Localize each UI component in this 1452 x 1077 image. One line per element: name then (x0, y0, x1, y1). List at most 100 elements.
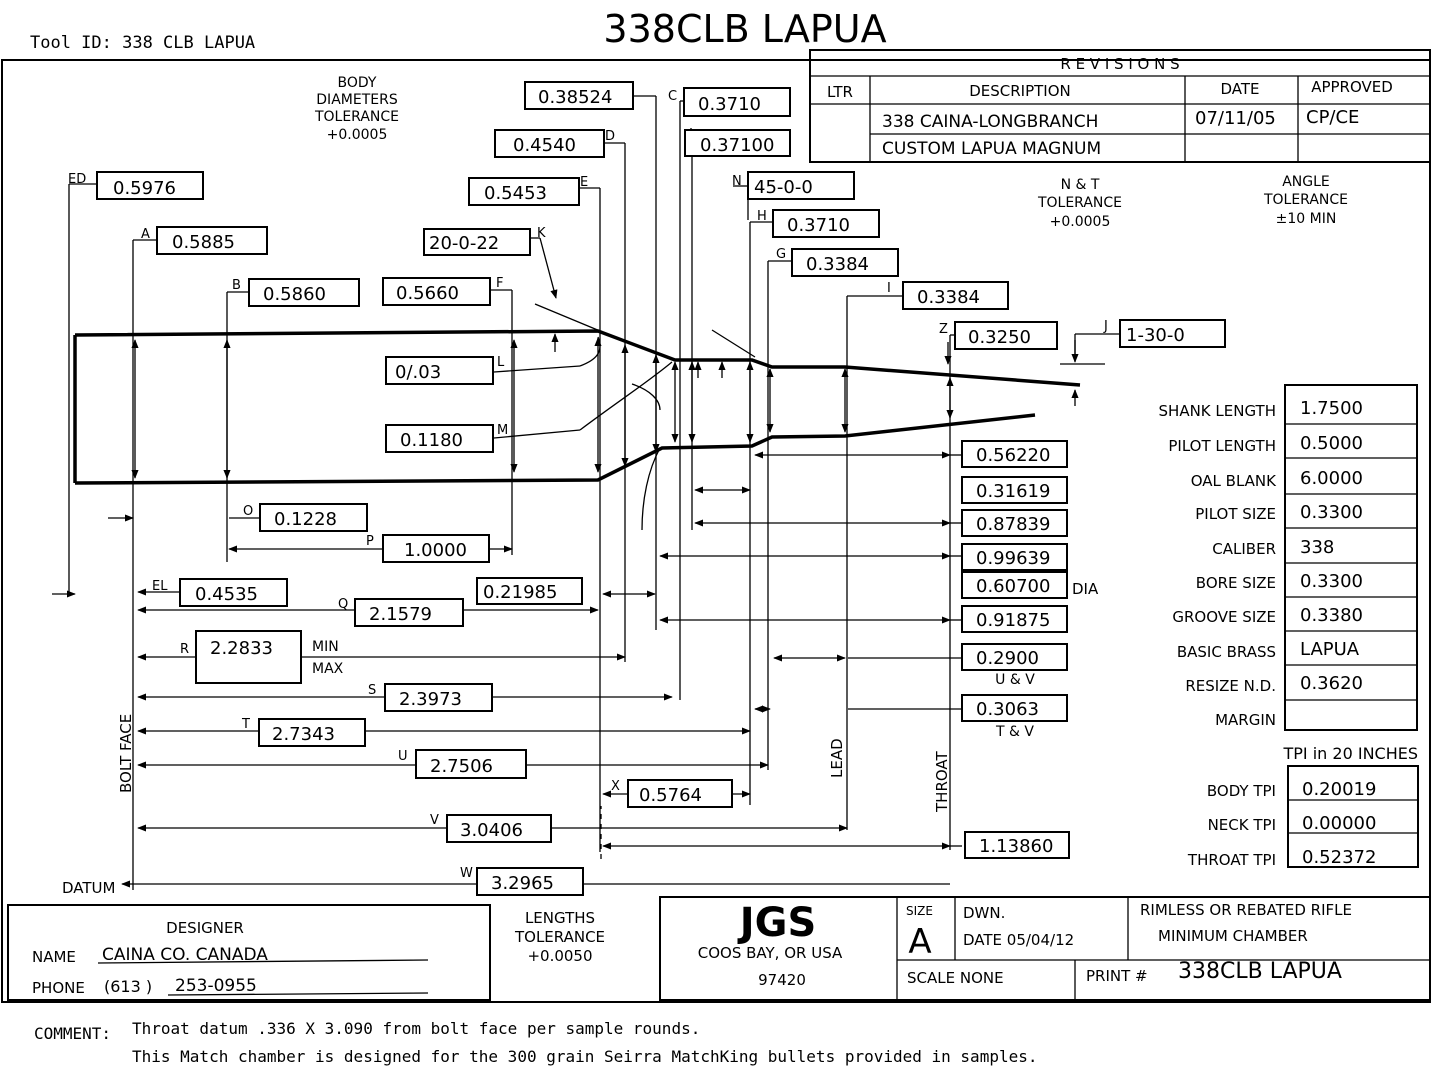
nt-tolerance-note: N & T TOLERANCE +0.0005 (1037, 177, 1122, 230)
dim-r: R 2.2833 MIN MAX (180, 630, 344, 684)
svg-text:0.3380: 0.3380 (1300, 605, 1363, 626)
chamber-profile (73, 303, 1105, 531)
svg-text:K: K (537, 226, 546, 241)
rev-row1-date: 07/11/05 (1195, 108, 1276, 129)
svg-text:B: B (232, 278, 241, 293)
dim-b: B 0.5860 (232, 278, 360, 307)
revisions-title: R E V I S I O N S (1060, 55, 1179, 73)
dim-p: P 1.0000 (366, 534, 490, 563)
svg-text:TOLERANCE: TOLERANCE (314, 109, 399, 125)
right-dimension-lines (659, 451, 962, 847)
svg-text:+0.0005: +0.0005 (1050, 214, 1111, 230)
phone-label: PHONE (32, 979, 85, 997)
dim-c: C 0.3710 (668, 87, 791, 117)
svg-text:F: F (496, 276, 503, 291)
svg-text:DIAMETERS: DIAMETERS (316, 92, 398, 108)
scale-label: SCALE NONE (907, 969, 1004, 987)
svg-text:N: N (732, 174, 742, 189)
svg-text:ED: ED (68, 172, 86, 187)
svg-text:0.5860: 0.5860 (263, 284, 326, 305)
svg-text:+0.0005: +0.0005 (327, 127, 388, 143)
comment: COMMENT: Throat datum .336 X 3.090 from … (34, 1019, 1037, 1066)
svg-text:J: J (1103, 319, 1108, 334)
svg-text:H: H (757, 209, 767, 224)
dim-a: A 0.5885 (141, 226, 268, 255)
datum-label: DATUM (62, 879, 115, 897)
svg-text:0.1228: 0.1228 (274, 509, 337, 530)
svg-text:2.7506: 2.7506 (430, 756, 493, 777)
svg-text:0.3384: 0.3384 (917, 287, 980, 308)
dim-e: E 0.5453 (468, 175, 588, 206)
svg-text:0.37100: 0.37100 (700, 135, 774, 156)
comment-label: COMMENT: (34, 1024, 111, 1043)
t-v-label: T & V (995, 724, 1034, 740)
svg-text:0.20019: 0.20019 (1302, 779, 1376, 800)
svg-text:U: U (398, 749, 408, 764)
svg-text:±10 MIN: ±10 MIN (1276, 211, 1337, 227)
svg-text:MAX: MAX (312, 661, 344, 677)
tpi-table: TPI in 20 INCHES BODY TPI 0.20019 NECK T… (1187, 744, 1419, 869)
svg-text:+0.0050: +0.0050 (527, 947, 592, 965)
dim-k: K 20-0-22 (423, 226, 546, 256)
svg-text:L: L (497, 355, 505, 370)
svg-text:MIN: MIN (312, 639, 339, 655)
svg-text:0.5000: 0.5000 (1300, 433, 1363, 454)
svg-text:0.5885: 0.5885 (172, 232, 235, 253)
drawing-frame (1, 59, 1431, 1003)
comment-line-1: Throat datum .336 X 3.090 from bolt face… (132, 1019, 700, 1038)
svg-text:0.4535: 0.4535 (195, 584, 258, 605)
svg-text:0.52372: 0.52372 (1302, 847, 1376, 868)
dim-d: D 0.4540 (494, 129, 615, 158)
drawing-description-1: RIMLESS OR REBATED RIFLE (1140, 901, 1352, 919)
svg-text:338: 338 (1300, 537, 1334, 558)
print-label: PRINT # (1086, 967, 1148, 985)
svg-text:0.60700: 0.60700 (976, 576, 1050, 597)
print-number: 338CLB LAPUA (1178, 959, 1342, 984)
svg-text:E: E (580, 175, 588, 190)
body-tolerance-note: BODY DIAMETERS TOLERANCE +0.0005 (314, 75, 399, 143)
dim-x: X 0.5764 (611, 779, 733, 808)
rev-header-ltr: LTR (827, 83, 853, 101)
svg-text:0.5764: 0.5764 (639, 785, 702, 806)
dim-j: J 1-30-0 (1103, 319, 1226, 348)
svg-text:PILOT LENGTH: PILOT LENGTH (1168, 437, 1276, 455)
svg-text:3.2965: 3.2965 (491, 873, 554, 894)
svg-text:T: T (241, 717, 250, 732)
svg-text:1.0000: 1.0000 (404, 540, 467, 561)
dim-m: 0.1180 M (385, 423, 508, 453)
name-label: NAME (32, 948, 76, 966)
svg-text:X: X (611, 779, 620, 794)
svg-text:D: D (605, 129, 615, 144)
dim-u: U 2.7506 (398, 749, 527, 779)
angle-tolerance-note: ANGLE TOLERANCE ±10 MIN (1263, 174, 1348, 227)
svg-text:0.21985: 0.21985 (483, 582, 557, 603)
dim-f: F 0.5660 (382, 276, 503, 306)
svg-text:EL: EL (152, 579, 168, 594)
dia-label: DIA (1072, 580, 1099, 598)
svg-text:0.1180: 0.1180 (400, 430, 463, 451)
svg-text:ANGLE: ANGLE (1282, 174, 1330, 190)
svg-text:0.3620: 0.3620 (1300, 673, 1363, 694)
svg-text:1.7500: 1.7500 (1300, 398, 1363, 419)
dim-q: Q 2.1579 (338, 597, 464, 627)
dim-c2: 0.37100 (684, 129, 791, 157)
svg-text:0.00000: 0.00000 (1302, 813, 1376, 834)
dim-q2: 0.21985 (476, 577, 583, 605)
svg-text:0.3710: 0.3710 (787, 215, 850, 236)
svg-text:N & T: N & T (1061, 177, 1100, 193)
svg-text:PILOT SIZE: PILOT SIZE (1195, 505, 1276, 523)
dim-i: I 0.3384 (887, 281, 1009, 310)
designer-heading: DESIGNER (166, 919, 244, 937)
dim-g: G 0.3384 (776, 247, 899, 277)
svg-text:MARGIN: MARGIN (1215, 711, 1276, 729)
dim-t: T 2.7343 (241, 717, 366, 747)
svg-text:0.31619: 0.31619 (976, 481, 1050, 502)
phone-number: 253-0955 (175, 976, 257, 996)
svg-text:0.5976: 0.5976 (113, 178, 176, 199)
svg-text:1.13860: 1.13860 (979, 836, 1053, 857)
svg-text:6.0000: 6.0000 (1300, 468, 1363, 489)
svg-text:TOLERANCE: TOLERANCE (1263, 192, 1348, 208)
svg-text:0.3300: 0.3300 (1300, 571, 1363, 592)
svg-text:0.91875: 0.91875 (976, 610, 1050, 631)
